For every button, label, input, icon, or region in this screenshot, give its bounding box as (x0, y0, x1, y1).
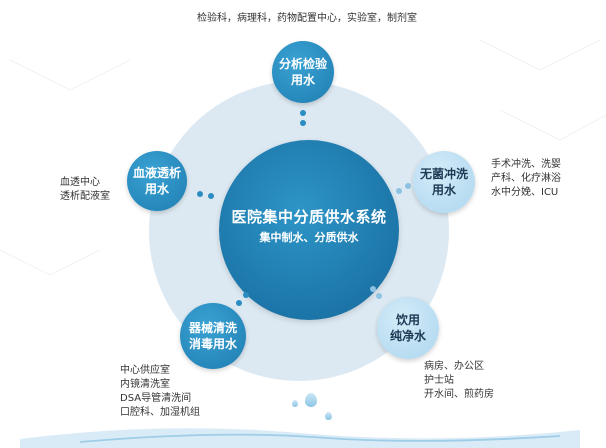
description-line: 内镜清洗室 (120, 379, 170, 390)
connector-dot (208, 193, 214, 199)
node-label: 血液透析 用水 (132, 166, 181, 196)
description-line: 口腔科、加湿机组 (120, 407, 200, 418)
node-dialysis-water: 血液透析 用水 (127, 151, 187, 211)
node-label: 饮用 纯净水 (389, 313, 426, 343)
node-label: 无菌冲洗 用水 (419, 167, 468, 197)
description-line: 中心供应室 (120, 365, 170, 376)
connector-dot (243, 292, 249, 298)
connector-dot (300, 110, 306, 116)
water-drop-icon (325, 412, 332, 420)
node-instrument-cleaning-water: 器械清洗 消毒用水 (180, 303, 246, 369)
description-line: 血透中心 (60, 177, 100, 188)
description-line: 护士站 (424, 375, 454, 386)
bottom-left-description: 中心供应室 内镜清洗室 DSA导管清洗间 口腔科、加湿机组 (120, 364, 200, 420)
node-analysis-water: 分析检验 用水 (272, 41, 334, 103)
top-description: 检验科，病理科，药物配置中心，实验室，制剂室 (197, 12, 417, 26)
description-line: 产科、化疗淋浴 (491, 173, 561, 184)
bottom-right-description: 病房、办公区 护士站 开水间、煎药房 (424, 360, 494, 402)
node-drinking-water: 饮用 纯净水 (377, 297, 439, 359)
connector-dot (376, 293, 382, 299)
central-hub: 医院集中分质供水系统 集中制水、分质供水 (219, 140, 399, 320)
connector-dot (370, 286, 376, 292)
description-line: 透析配液室 (60, 191, 110, 202)
description-line: 手术冲洗、洗婴 (491, 159, 561, 170)
description-line: 检验科，病理科，药物配置中心，实验室，制剂室 (197, 13, 417, 24)
hub-title: 医院集中分质供水系统 (231, 208, 387, 226)
right-description: 手术冲洗、洗婴 产科、化疗淋浴 水中分娩、ICU (491, 158, 561, 200)
water-drop-icon (292, 400, 298, 407)
node-sterile-rinse-water: 无菌冲洗 用水 (413, 151, 475, 213)
water-drop-icon (305, 393, 317, 407)
connector-dot (300, 120, 306, 126)
left-description: 血透中心 透析配液室 (60, 176, 110, 204)
background-decoration (0, 39, 606, 276)
description-line: 病房、办公区 (424, 361, 484, 372)
water-splash-icon (20, 428, 580, 448)
connector-dot (236, 300, 242, 306)
description-line: 开水间、煎药房 (424, 389, 494, 400)
connector-dot (405, 183, 411, 189)
connector-dot (396, 188, 402, 194)
node-label: 分析检验 用水 (278, 57, 327, 87)
description-line: 水中分娩、ICU (491, 187, 559, 198)
connector-dot (197, 191, 203, 197)
diagram-stage: 医院集中分质供水系统 集中制水、分质供水 分析检验 用水 血液透析 用水 无菌冲… (0, 12, 606, 448)
node-label: 器械清洗 消毒用水 (188, 321, 237, 351)
hub-subtitle: 集中制水、分质供水 (259, 231, 359, 244)
description-line: DSA导管清洗间 (120, 393, 192, 404)
